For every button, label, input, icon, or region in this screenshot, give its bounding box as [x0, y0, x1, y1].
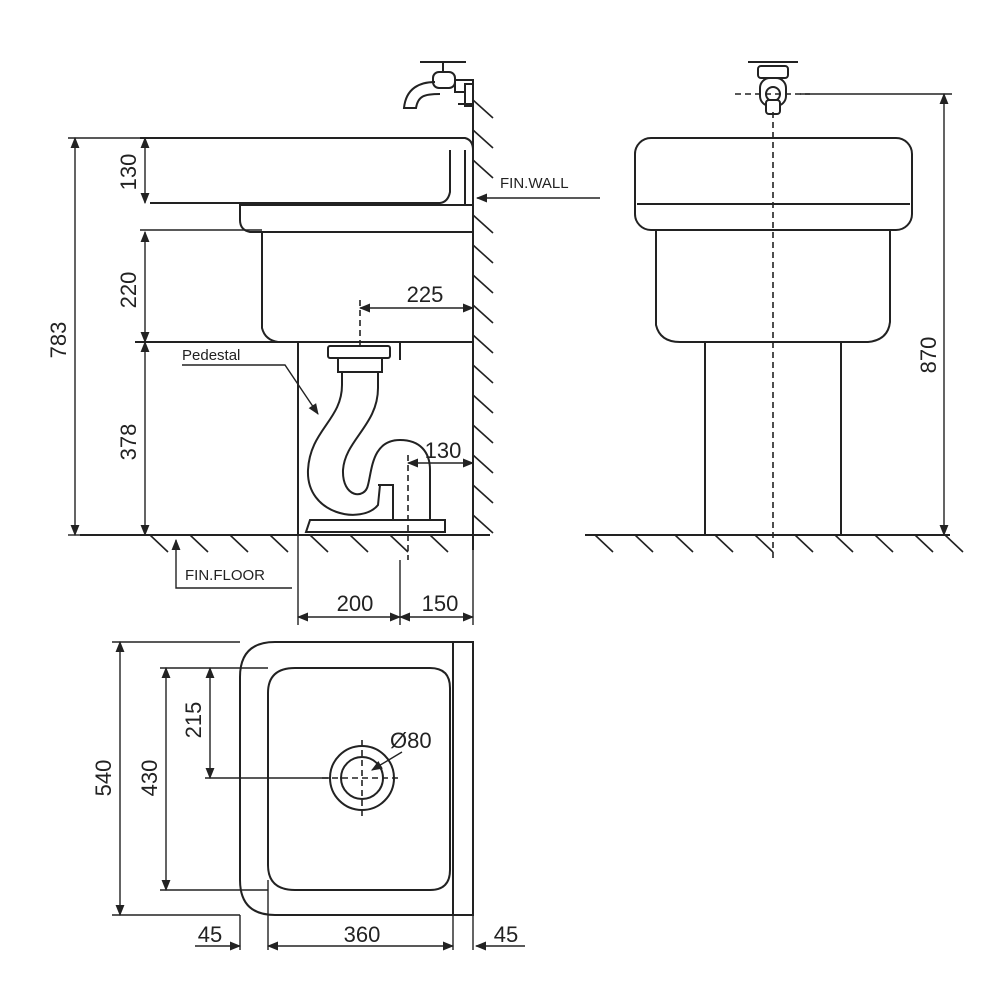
- dim-overall-height: 783: [46, 322, 71, 359]
- faucet-side: [402, 61, 474, 109]
- plan-outer-rim: [239, 641, 474, 916]
- dim-bowl-depth: 430: [137, 760, 162, 797]
- dim-plan-depth: 540: [91, 760, 116, 797]
- faucet-front: [748, 61, 798, 115]
- plan-view: 540 430 215 Ø80 45 360 45: [91, 640, 525, 951]
- floor-hatching: [149, 534, 449, 553]
- front-view: 870: [585, 61, 964, 560]
- label-pedestal: Pedestal: [182, 347, 240, 364]
- dim-drain-to-back: 215: [181, 702, 206, 739]
- dim-pedestal-depth: 200: [337, 591, 374, 616]
- dim-wall-gap: 150: [422, 591, 459, 616]
- side-view: 783 130 220 378 225 130 200 150 Pedestal…: [46, 61, 600, 625]
- dim-front-height: 870: [916, 337, 941, 374]
- dim-left-rim: 45: [198, 922, 222, 947]
- dim-bowl-width: 360: [344, 922, 381, 947]
- rim-inner: [150, 150, 451, 204]
- dim-rim-height: 130: [116, 154, 141, 191]
- dim-pedestal-height: 378: [116, 424, 141, 461]
- dim-drain-diameter: Ø80: [390, 728, 432, 753]
- p-trap: [304, 345, 446, 533]
- wall-hatching: [472, 99, 494, 534]
- rim-top: [140, 137, 474, 205]
- plan-bowl: [267, 667, 451, 891]
- dim-basin-depth: 220: [116, 272, 141, 309]
- label-fin-floor: FIN.FLOOR: [185, 567, 265, 584]
- dim-right-rim: 45: [494, 922, 518, 947]
- front-basin: [655, 230, 891, 343]
- front-floor-hatching: [594, 534, 964, 553]
- dim-drain-offset: 225: [407, 282, 444, 307]
- basin-front-lip: [239, 204, 474, 233]
- label-fin-wall: FIN.WALL: [500, 175, 569, 192]
- dim-trap-offset: 130: [425, 438, 462, 463]
